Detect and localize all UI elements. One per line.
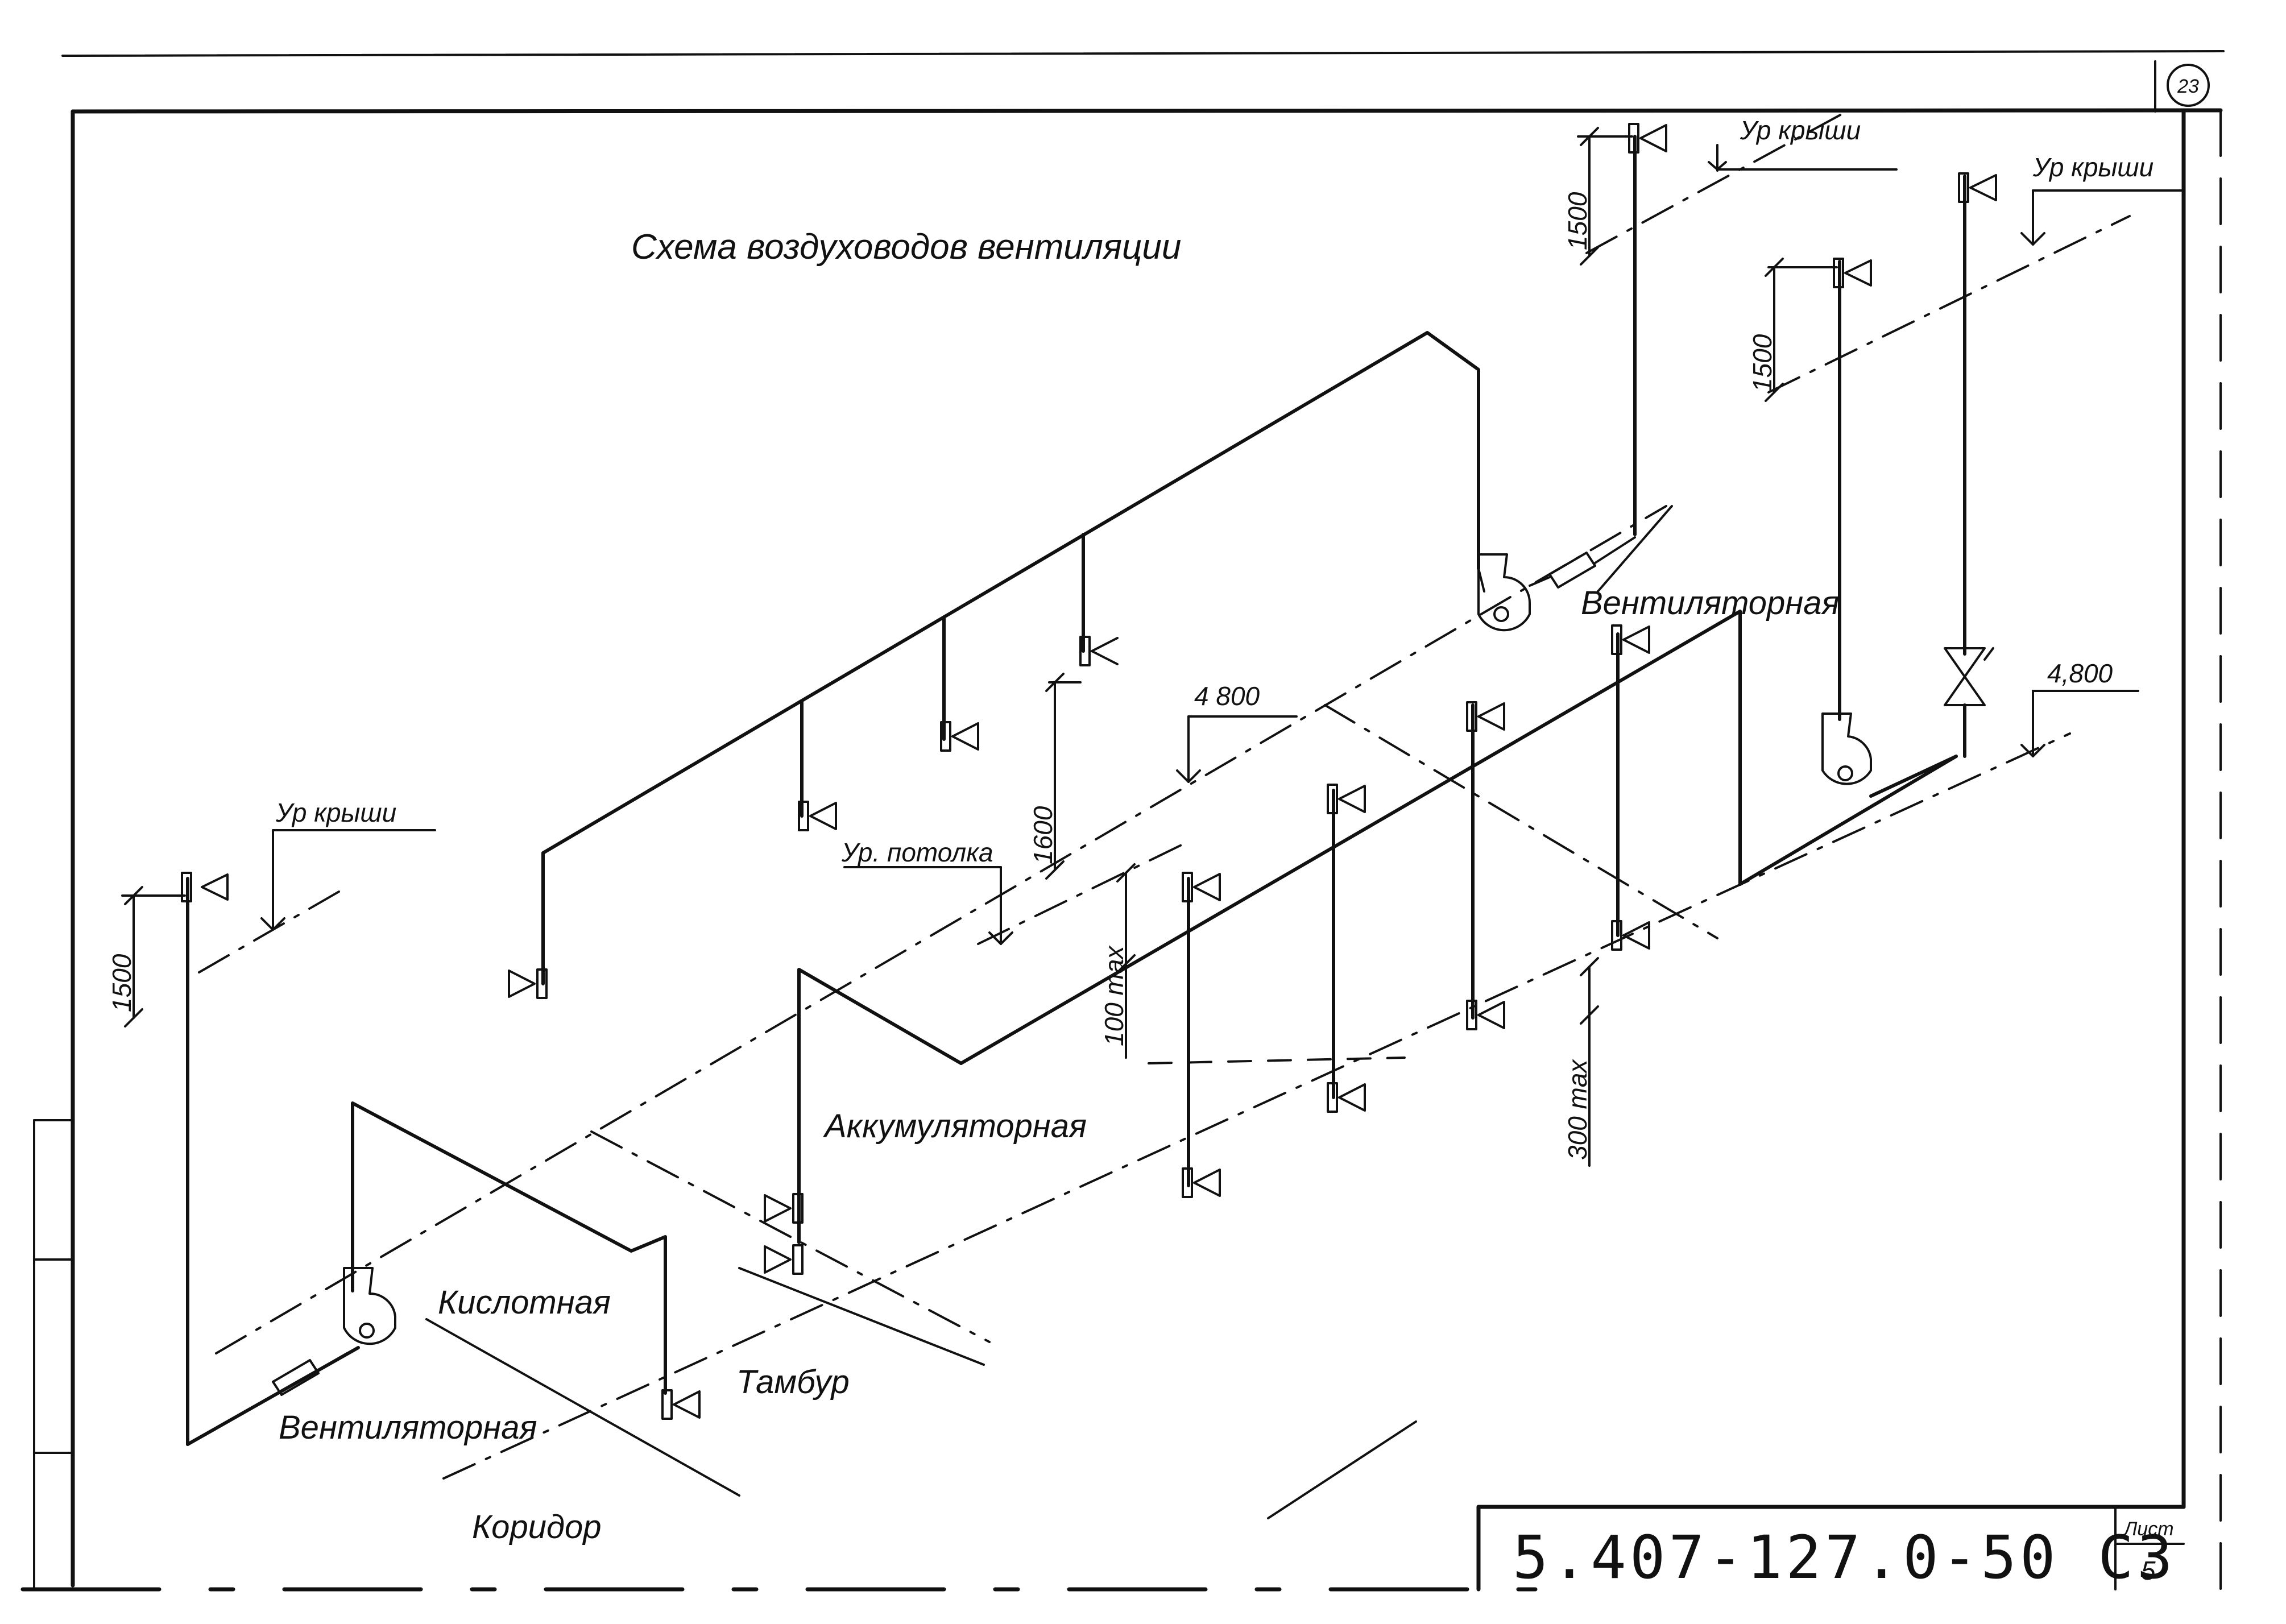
supply-grille-icon: [1628, 123, 1667, 154]
list-number: 5: [2141, 1556, 2156, 1585]
supply-grille-icon: [1182, 1167, 1221, 1198]
dimension-lines: [121, 127, 1838, 1167]
duct-connector-lines: [317, 536, 1636, 1372]
room-label-acid: Кислотная: [438, 1284, 611, 1321]
supply-grille-icon: [1079, 636, 1119, 666]
page-number: 23: [2177, 76, 2199, 97]
axis-lines: [198, 505, 2071, 1519]
supply-grille-icon: [940, 721, 979, 752]
supply-grille-icon: [1466, 701, 1505, 732]
supply-grille-icon: [1466, 1000, 1505, 1030]
level-label-elev-right: 4,800: [2047, 658, 2113, 688]
radial-fan-icon: [1821, 712, 1872, 785]
supply-grille-icon: [764, 1193, 804, 1224]
dimension-1500-left: 1500: [107, 954, 136, 1012]
list-label: Лист: [2123, 1518, 2174, 1540]
dimension-1500-right: 1500: [1747, 334, 1777, 392]
supply-grille-icon: [1611, 920, 1650, 951]
dimension-1600: 1600: [1028, 806, 1058, 864]
grille-set: [181, 123, 1997, 1420]
level-markers: [260, 113, 2185, 945]
supply-grille-icon: [1958, 172, 1997, 203]
supply-grille-icon: [1327, 1082, 1366, 1113]
exhaust-duct-middle: [797, 610, 1958, 1244]
room-label-ventilator-right: Вентиляторная: [1581, 585, 1839, 622]
supply-grille-icon: [1327, 784, 1366, 814]
dimension-100max: 100 max: [1099, 945, 1129, 1046]
drawing-code: 5.407-127.0-50 С3: [1513, 1523, 2176, 1592]
room-label-battery: Аккумуляторная: [823, 1108, 1087, 1145]
exhaust-duct-left: [186, 877, 667, 1446]
supply-grille-icon: [1182, 872, 1221, 902]
check-valve-icon: [1944, 647, 1994, 706]
page-number-circle: 23: [2167, 64, 2210, 107]
supply-grille-icon: [508, 968, 548, 999]
level-label-roof-top: Ур крыши: [1740, 115, 1861, 145]
supply-grille-icon: [181, 872, 229, 902]
supply-grille-icon: [798, 801, 837, 831]
room-label-corridor: Коридор: [472, 1509, 602, 1546]
flexible-insert-icon: [272, 1359, 320, 1396]
level-label-elev-mid: 4 800: [1194, 681, 1260, 711]
supply-grille-icon: [1833, 258, 1872, 288]
level-label-ceiling: Ур. потолка: [841, 838, 993, 867]
sheet-frame: [20, 50, 2225, 1593]
radial-fan-icon: [343, 1267, 396, 1345]
dimension-300max: 300 max: [1563, 1059, 1592, 1160]
supply-grille-icon: [764, 1244, 804, 1275]
supply-grille-icon: [661, 1389, 701, 1420]
room-label-ventilator-left: Вентиляторная: [279, 1409, 537, 1446]
dimension-1500-top: 1500: [1563, 192, 1592, 250]
flexible-insert-icon: [1548, 552, 1596, 589]
room-label-tambour: Тамбур: [736, 1364, 850, 1401]
supply-duct-upper: [541, 331, 1485, 985]
drawing-title: Схема воздуховодов вентиляции: [631, 227, 1181, 267]
radial-fan-icon: [1477, 553, 1531, 632]
supply-grille-icon: [1611, 624, 1650, 655]
title-block: [1476, 1505, 2186, 1592]
risers-right: [1597, 135, 1966, 798]
level-label-roof-left: Ур крыши: [275, 798, 396, 827]
level-label-roof-right: Ур крыши: [2032, 152, 2154, 182]
